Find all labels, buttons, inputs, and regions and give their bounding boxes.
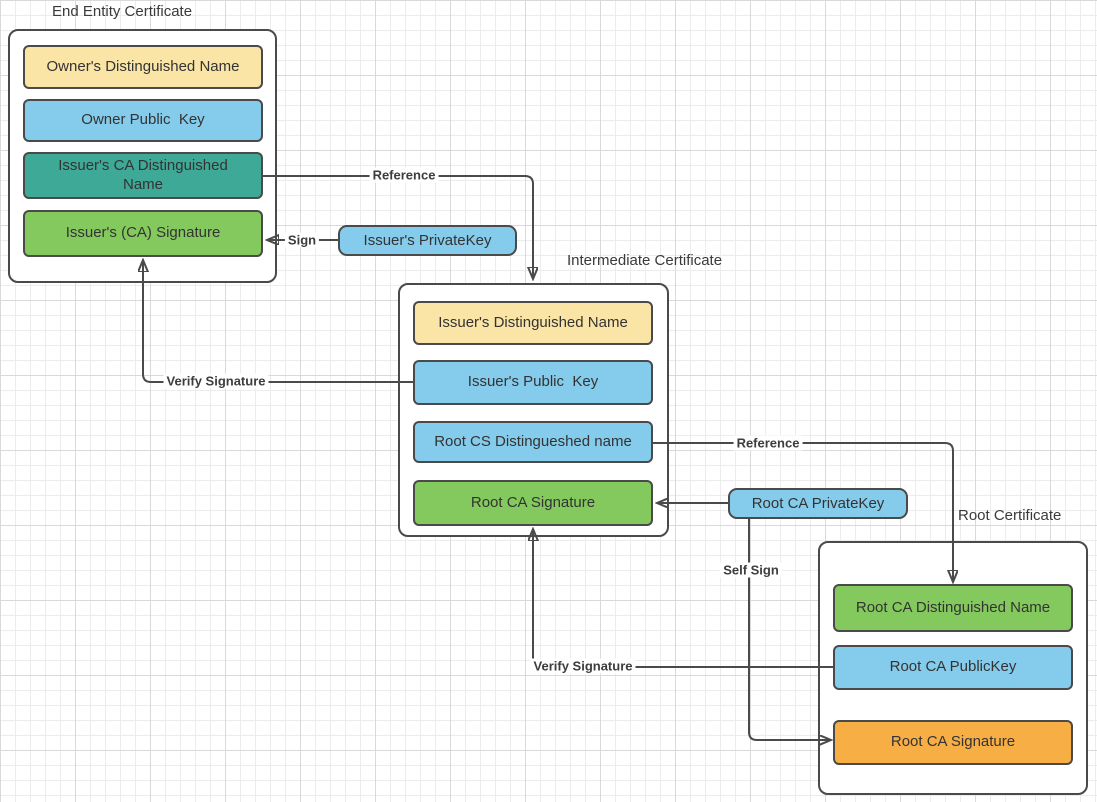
- key-issuers-privatekey[interactable]: Issuer's PrivateKey: [338, 225, 517, 256]
- arrow-verify-signature-intermediate[interactable]: [533, 530, 833, 668]
- field-issuers-public-key[interactable]: Issuer's Public Key: [413, 360, 653, 405]
- arrow-label-self-sign: Self Sign: [720, 562, 782, 578]
- field-root-cs-distingueshed-name[interactable]: Root CS Distingueshed name: [413, 421, 653, 463]
- field-root-ca-distinguished-name[interactable]: Root CA Distinguished Name: [833, 584, 1073, 632]
- field-label: Owner's Distinguished Name: [46, 57, 240, 75]
- field-label: Issuer's (CA) Signature: [65, 224, 221, 242]
- arrow-label-reference-1: Reference: [369, 167, 439, 183]
- field-label: Root CA Signature: [890, 733, 1016, 751]
- key-label: Issuer's PrivateKey: [363, 232, 492, 249]
- field-label: Owner Public Key: [81, 111, 205, 129]
- root-certificate-title: Root Certificate: [958, 507, 1062, 524]
- arrow-label-verify-signature-1: Verify Signature: [163, 373, 269, 389]
- field-issuers-ca-signature[interactable]: Issuer's (CA) Signature: [23, 210, 263, 257]
- field-owner-public-key[interactable]: Owner Public Key: [23, 99, 263, 142]
- arrow-label-verify-signature-2: Verify Signature: [530, 658, 636, 674]
- arrow-label-reference-2: Reference: [733, 435, 803, 451]
- field-label: Issuer's CA Distinguished Name: [58, 156, 232, 193]
- end-entity-certificate-title: End Entity Certificate: [52, 3, 193, 20]
- arrow-label-sign: Sign: [284, 232, 320, 248]
- field-label: Root CS Distingueshed name: [434, 432, 632, 450]
- key-label: Root CA PrivateKey: [751, 495, 885, 512]
- key-root-ca-privatekey[interactable]: Root CA PrivateKey: [728, 488, 908, 519]
- field-label: Issuer's Public Key: [467, 373, 599, 391]
- field-label: Root CA Signature: [470, 493, 596, 511]
- field-label: Root CA PublicKey: [889, 658, 1017, 676]
- field-issuers-distinguished-name[interactable]: Issuer's Distinguished Name: [413, 301, 653, 345]
- field-root-ca-signature-root[interactable]: Root CA Signature: [833, 720, 1073, 765]
- field-owners-distinguished-name[interactable]: Owner's Distinguished Name: [23, 45, 263, 89]
- field-issuers-ca-distinguished-name[interactable]: Issuer's CA Distinguished Name: [23, 152, 263, 199]
- intermediate-certificate-title: Intermediate Certificate: [567, 252, 723, 269]
- field-label: Issuer's Distinguished Name: [438, 313, 628, 331]
- field-label: Root CA Distinguished Name: [855, 598, 1051, 616]
- field-root-ca-publickey[interactable]: Root CA PublicKey: [833, 645, 1073, 690]
- field-root-ca-signature-intermediate[interactable]: Root CA Signature: [413, 480, 653, 526]
